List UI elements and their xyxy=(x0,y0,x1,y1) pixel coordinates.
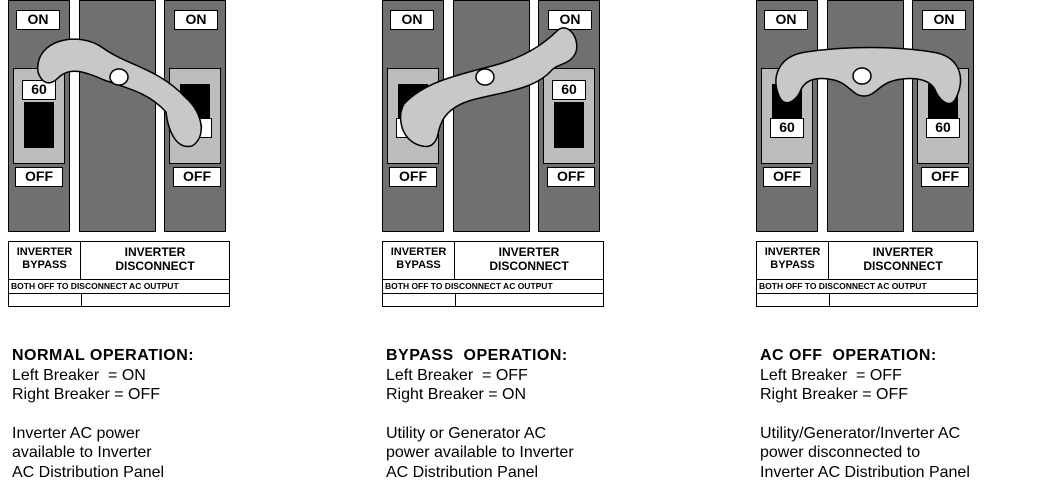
right-handle-slot xyxy=(554,102,584,148)
left-on-label: ON xyxy=(390,10,434,30)
disconnect-label: INVERTER DISCONNECT xyxy=(455,242,603,279)
bypass-label: INVERTER BYPASS xyxy=(383,242,455,279)
desc-line-3: AC Distribution Panel xyxy=(12,463,165,481)
left-amp-rating: 60 xyxy=(770,118,804,138)
left-amp-rating: 60 xyxy=(22,80,56,100)
left-off-label: OFF xyxy=(763,167,811,187)
bypass-label-line2: BYPASS xyxy=(770,259,815,271)
bypass-label: INVERTER BYPASS xyxy=(9,242,81,279)
bypass-label: INVERTER BYPASS xyxy=(757,242,829,279)
disconnect-label-line2: DISCONNECT xyxy=(489,259,569,273)
right-amp-rating: 60 xyxy=(552,80,586,100)
operation-description: BYPASS OPERATION: Left Breaker = OFF Rig… xyxy=(386,346,574,482)
desc-line-2: power disconnected to xyxy=(760,444,921,461)
right-on-label: ON xyxy=(174,10,218,30)
right-on-label: ON xyxy=(922,10,966,30)
interlock-link xyxy=(399,27,578,148)
interlock-link xyxy=(37,38,202,148)
breaker-label-plate: INVERTER BYPASS INVERTER DISCONNECT BOTH… xyxy=(382,241,604,307)
operation-description: NORMAL OPERATION: Left Breaker = ON Righ… xyxy=(12,346,194,482)
left-handle-slot xyxy=(24,102,54,148)
desc-line-2: power available to Inverter xyxy=(386,444,574,461)
disconnect-label-line1: INVERTER xyxy=(498,245,560,259)
right-off-label: OFF xyxy=(921,167,969,187)
left-breaker-state: Left Breaker = OFF xyxy=(760,366,902,384)
desc-line-1: Inverter AC power xyxy=(12,424,141,442)
right-off-label: OFF xyxy=(173,167,221,187)
disconnect-label: INVERTER DISCONNECT xyxy=(81,242,229,279)
left-on-label: ON xyxy=(764,10,808,30)
left-breaker-state: Left Breaker = ON xyxy=(12,366,146,384)
disconnect-label-line2: DISCONNECT xyxy=(115,259,195,273)
left-on-label: ON xyxy=(16,10,60,30)
right-breaker-state: Right Breaker = OFF xyxy=(760,386,909,403)
right-on-label: ON xyxy=(548,10,592,30)
label-note: BOTH OFF TO DISCONNECT AC OUTPUT xyxy=(757,280,977,294)
bypass-label-line2: BYPASS xyxy=(22,259,67,271)
disconnect-label-line2: DISCONNECT xyxy=(863,259,943,273)
interlock-link xyxy=(775,46,962,105)
center-blank-plate xyxy=(827,0,904,232)
panel-ac-off-operation: ON ON 60 60 OFF OFF INVERTER BYPASS INVE… xyxy=(756,0,988,503)
panel-bypass-operation: ON ON 60 60 OFF OFF INVERTER BYPASS INVE… xyxy=(382,0,614,503)
desc-line-3: Inverter AC Distribution Panel xyxy=(760,463,970,481)
operation-title: NORMAL OPERATION: xyxy=(12,347,195,364)
label-note: BOTH OFF TO DISCONNECT AC OUTPUT xyxy=(383,280,603,294)
center-blank-plate xyxy=(453,0,530,232)
operation-description: AC OFF OPERATION: Left Breaker = OFF Rig… xyxy=(760,346,970,482)
panel-normal-operation: ON ON 60 60 OFF OFF INVERTER BYPASS INVE… xyxy=(8,0,240,503)
right-breaker-state: Right Breaker = ON xyxy=(386,386,527,403)
bypass-label-line1: INVERTER xyxy=(390,246,447,258)
right-off-label: OFF xyxy=(547,167,595,187)
right-amp-rating: 60 xyxy=(926,118,960,138)
operation-title: AC OFF OPERATION: xyxy=(760,347,937,364)
desc-line-3: AC Distribution Panel xyxy=(386,463,539,481)
bypass-label-line1: INVERTER xyxy=(16,246,73,258)
bypass-label-line1: INVERTER xyxy=(764,246,821,258)
desc-line-1: Utility/Generator/Inverter AC xyxy=(760,424,961,442)
left-off-label: OFF xyxy=(15,167,63,187)
disconnect-label: INVERTER DISCONNECT xyxy=(829,242,977,279)
right-breaker-state: Right Breaker = OFF xyxy=(12,386,161,403)
operation-title: BYPASS OPERATION: xyxy=(386,347,568,364)
disconnect-label-line1: INVERTER xyxy=(872,245,934,259)
label-note: BOTH OFF TO DISCONNECT AC OUTPUT xyxy=(9,280,229,294)
disconnect-label-line1: INVERTER xyxy=(124,245,186,259)
left-off-label: OFF xyxy=(389,167,437,187)
desc-line-1: Utility or Generator AC xyxy=(386,424,547,442)
bypass-label-line2: BYPASS xyxy=(396,259,441,271)
desc-line-2: available to Inverter xyxy=(12,444,152,461)
breaker-label-plate: INVERTER BYPASS INVERTER DISCONNECT BOTH… xyxy=(8,241,230,307)
left-breaker-state: Left Breaker = OFF xyxy=(386,366,528,384)
center-blank-plate xyxy=(79,0,156,232)
breaker-label-plate: INVERTER BYPASS INVERTER DISCONNECT BOTH… xyxy=(756,241,978,307)
